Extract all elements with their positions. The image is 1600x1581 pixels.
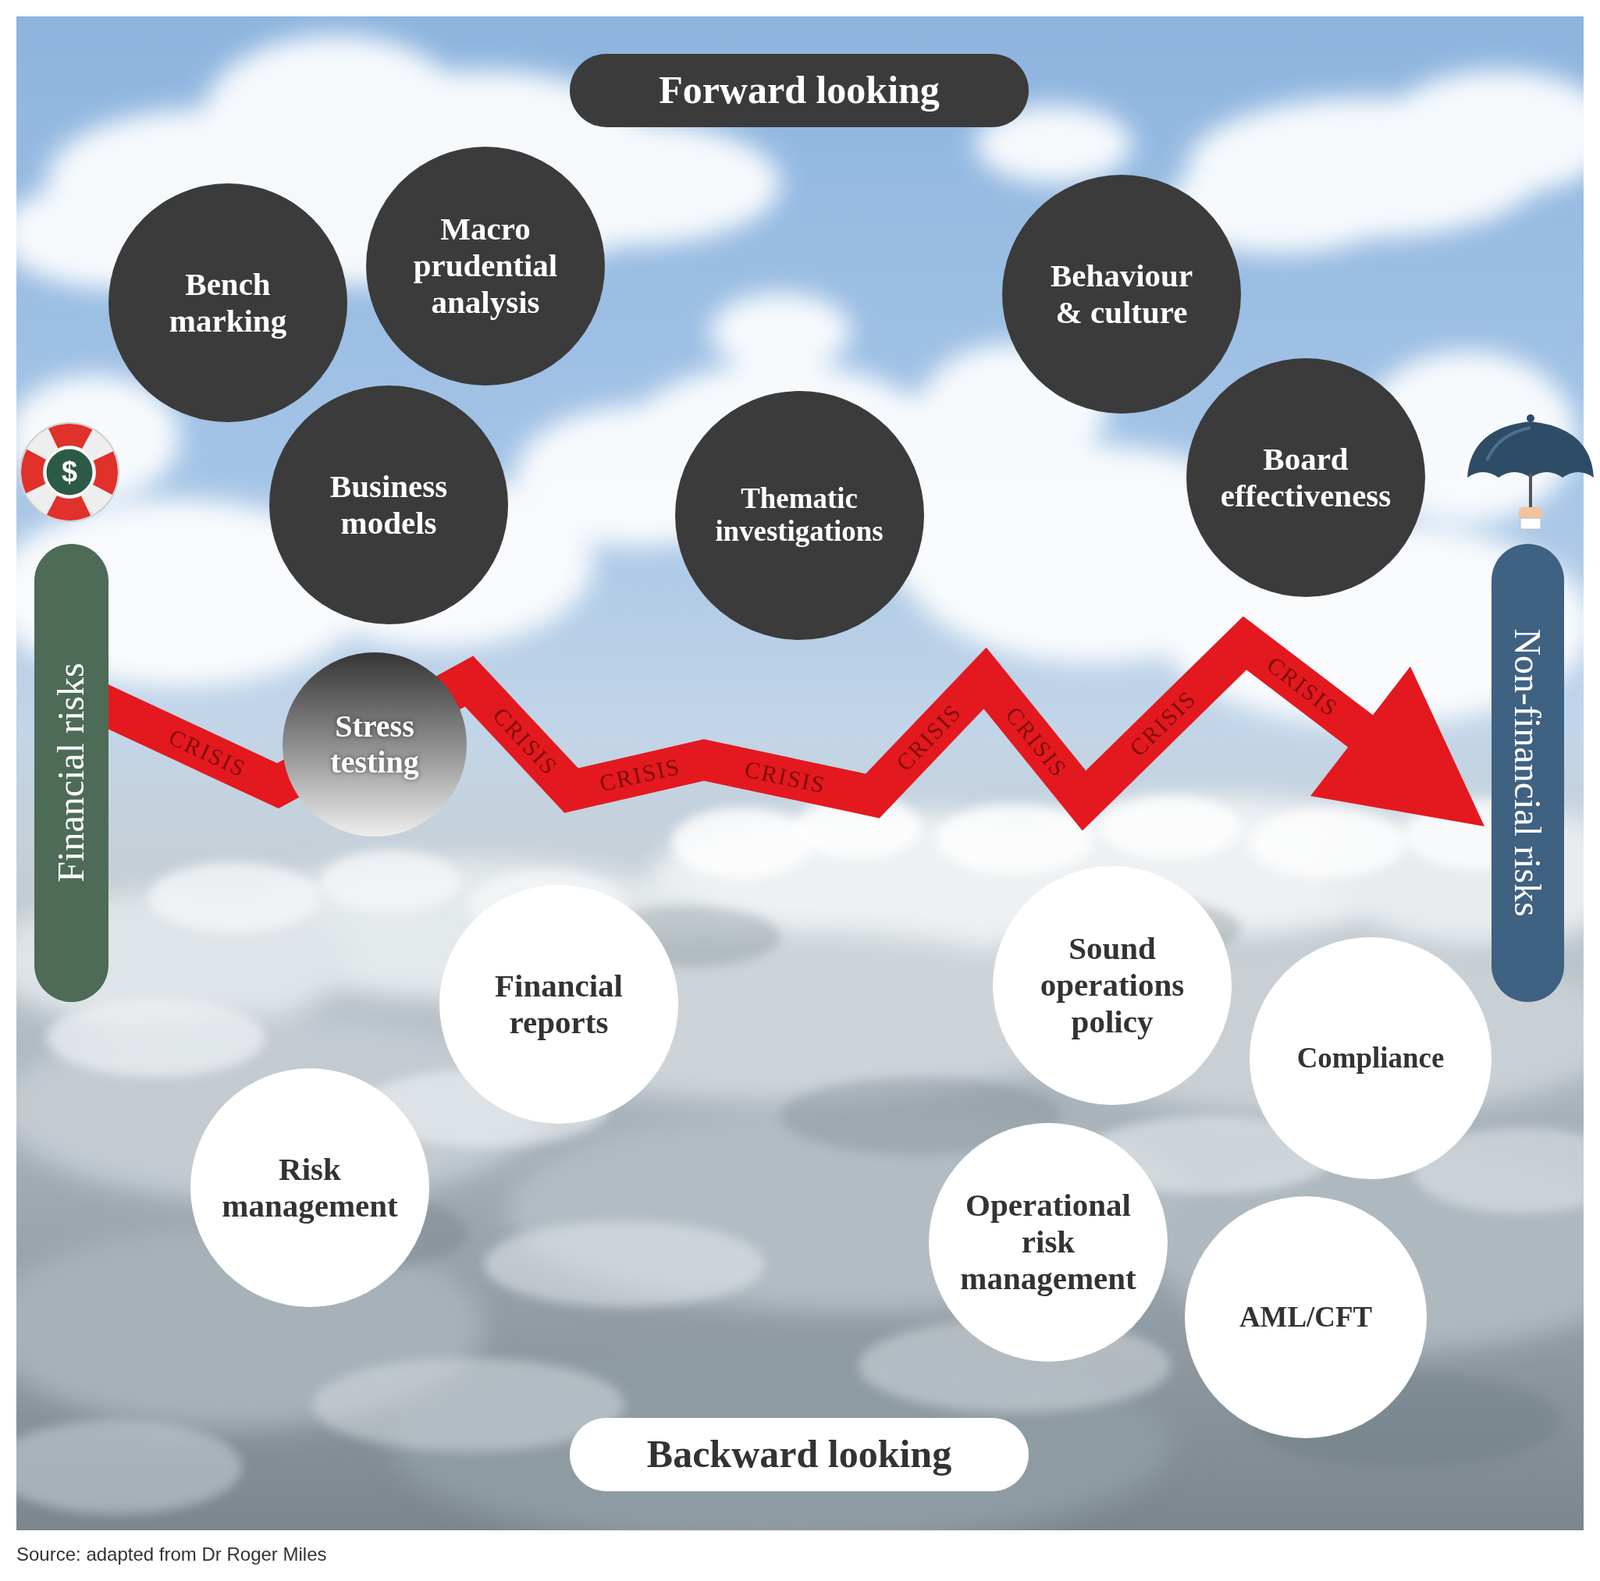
backward-circle-shape	[439, 885, 679, 1124]
white-clouds	[16, 35, 1584, 726]
crisis-arrow-head	[1310, 666, 1485, 827]
forward-circle-shape	[366, 146, 605, 386]
node-text-group: Macro prudential analysis	[399, 210, 572, 321]
node-text-group: Compliance	[1261, 1041, 1480, 1075]
node-label: Stress testing	[308, 708, 441, 781]
node-text-group: Forward looking	[658, 67, 940, 114]
node-label: Behaviour & culture	[1043, 257, 1200, 331]
forward-circle-shape	[1002, 174, 1241, 414]
forward-circle: Bench marking	[108, 183, 348, 423]
node-text-group: Financial reports	[469, 967, 649, 1042]
node-label: Forward looking	[658, 67, 940, 114]
node-label: Non-financial risks	[1505, 628, 1549, 917]
backward-circle: Sound operations policy	[992, 866, 1232, 1106]
backward-circle: Risk management	[190, 1068, 430, 1308]
node-text-group: Stress testing	[308, 708, 441, 781]
backward-circle: Operational risk management	[928, 1123, 1168, 1362]
backward-circle-shape	[992, 866, 1232, 1106]
node-label: Sound operations policy	[1030, 930, 1195, 1041]
risk-side-bar: Financial risks	[34, 544, 109, 1003]
node-label: Board effectiveness	[1212, 440, 1400, 515]
grey-cloud-bank	[16, 796, 1584, 1531]
lifebuoy-icon	[20, 423, 119, 522]
backward-pill: Backward looking	[569, 1418, 1029, 1492]
forward-circle: Behaviour & culture	[1002, 174, 1241, 414]
cloud-texture	[16, 796, 1584, 1515]
crisis-arrow-body	[93, 643, 1370, 801]
currency-symbol: $	[61, 458, 78, 487]
risk-side-bar-shape	[1491, 544, 1565, 1003]
node-label: Business models	[310, 468, 467, 542]
forward-circle: Business models	[269, 385, 509, 625]
backward-circle: Financial reports	[439, 885, 679, 1124]
node-label: Thematic investigations	[689, 482, 909, 549]
backward-circle: AML/CFT	[1184, 1196, 1427, 1439]
forward-circle-shape	[269, 385, 509, 625]
sky-panel	[16, 16, 1584, 1531]
node-text-group: Operational risk management	[954, 1187, 1142, 1298]
node-label: Operational risk management	[954, 1187, 1142, 1298]
backward-circle-shape	[928, 1123, 1168, 1362]
node-text-group: Behaviour & culture	[1043, 257, 1200, 331]
stress-circle-shape	[282, 652, 467, 837]
node-text-group: Business models	[310, 468, 467, 542]
backward-circle: Compliance	[1249, 937, 1492, 1180]
forward-pill: Forward looking	[569, 53, 1029, 128]
node-text-group: Financial risks	[49, 662, 93, 882]
forward-circle-shape	[108, 183, 348, 423]
node-label: Financial reports	[469, 967, 649, 1042]
node-label: Financial risks	[49, 662, 93, 882]
node-label: Backward looking	[647, 1432, 952, 1478]
node-text-group: Non-financial risks	[1505, 628, 1549, 917]
source-caption: Source: adapted from Dr Roger Miles	[16, 1543, 328, 1566]
forward-circle: Thematic investigations	[675, 391, 925, 640]
forward-circle-shape	[675, 391, 925, 640]
node-text-group: Bench marking	[153, 266, 303, 340]
forward-circle: Macro prudential analysis	[366, 146, 605, 386]
node-text-group: AML/CFT	[1196, 1301, 1416, 1334]
forward-circle: Board effectiveness	[1186, 358, 1426, 598]
forward-circle-shape	[1186, 358, 1426, 598]
node-label: Macro prudential analysis	[399, 210, 572, 321]
forward-pill-shape	[569, 53, 1029, 128]
node-label: Risk management	[212, 1151, 408, 1225]
stress-circle: Stress testing	[282, 652, 467, 837]
node-text-group: Thematic investigations	[689, 482, 909, 549]
node-text-group: Board effectiveness	[1212, 440, 1400, 515]
node-text-group: Risk management	[212, 1151, 408, 1225]
node-label: Bench marking	[153, 266, 303, 340]
node-text-group: Backward looking	[647, 1432, 952, 1478]
node-label: AML/CFT	[1196, 1301, 1416, 1334]
risk-side-bar: Non-financial risks	[1491, 544, 1565, 1003]
backward-circle-shape	[1184, 1196, 1427, 1439]
backward-pill-shape	[569, 1418, 1029, 1492]
node-text-group: Sound operations policy	[1030, 930, 1195, 1041]
backward-circle-shape	[1249, 937, 1492, 1180]
umbrella-icon	[1467, 414, 1594, 530]
risk-side-bar-shape	[34, 544, 109, 1003]
node-label: Compliance	[1261, 1041, 1480, 1075]
backward-circle-shape	[190, 1068, 430, 1308]
